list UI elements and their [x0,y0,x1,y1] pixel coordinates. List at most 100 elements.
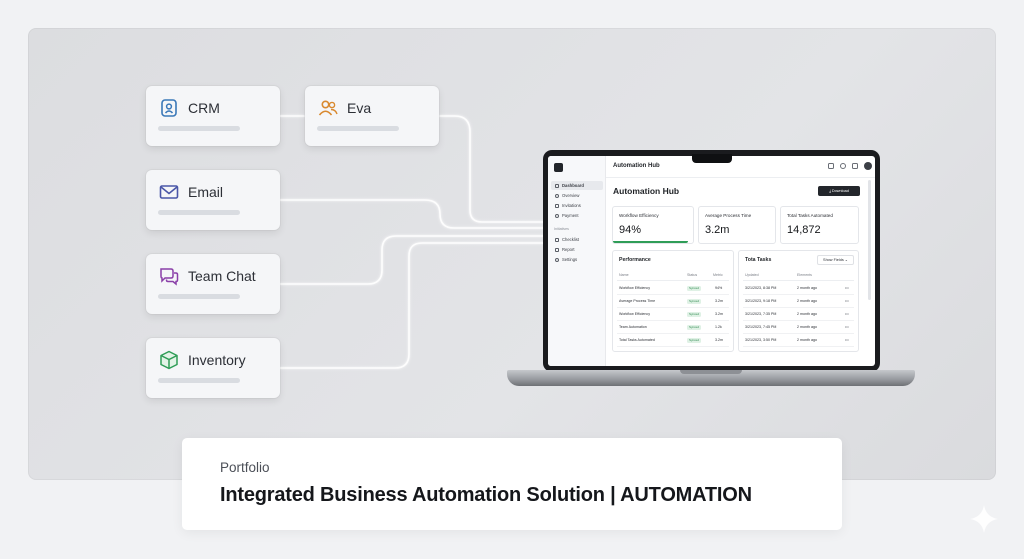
status-badge: Synced [687,338,702,343]
page-title: Automation Hub [613,186,680,196]
caption-title: Integrated Business Automation Solution … [220,484,752,506]
bell-icon[interactable] [840,163,846,169]
table-row[interactable]: 3/21/2023, 7:45 PM 2 month ago ••• [743,321,854,334]
box-icon [160,350,178,370]
stat-card-workflow-efficiency: Workflow Efficiency 94% [612,206,694,244]
table-header: Name Status Metric [617,273,729,281]
sidebar-item-report[interactable]: Report [551,245,603,254]
row-metric: 3.2m [715,312,723,316]
row-elements: 2 month ago [797,286,817,290]
tasks-table: Tota Tasks Show Fields ⌄ Updated Element… [738,250,859,352]
laptop-lip [680,370,742,374]
status-badge: Synced [687,286,702,291]
source-label: CRM [188,100,220,116]
laptop-notch [692,154,732,163]
table-row[interactable]: Total Tasks Automated Synced 3.2m [617,334,729,347]
scrollbar[interactable] [868,180,871,300]
row-metric: 94% [715,286,723,290]
sidebar-item-label: Settings [562,257,578,262]
source-card-inventory[interactable]: Inventory [146,338,280,398]
sidebar-item-label: Dashboard [562,183,584,188]
row-elements: 2 month ago [797,325,817,329]
sidebar-item-label: Report [562,247,575,252]
laptop-base [507,370,915,386]
contact-book-icon [161,99,177,117]
sidebar-item-settings[interactable]: Settings [551,255,603,264]
app-sidebar: Dashboard Overview Invitations Payment I… [548,156,606,366]
checklist-icon [555,237,559,242]
row-metric: 3.2m [715,338,723,342]
stat-card-average-process-time: Average Process Time 3.2m [698,206,776,244]
stat-value: 3.2m [705,224,730,236]
status-badge: Synced [687,325,702,330]
stat-label: Total Tasks Automated [787,213,833,218]
source-card-email[interactable]: Email [146,170,280,230]
settings-icon[interactable] [852,163,858,169]
source-card-crm[interactable]: CRM [146,86,280,146]
more-icon[interactable]: ••• [845,286,849,290]
column-header: Metric [713,273,723,277]
row-name: Workflow Efficiency [619,312,651,316]
row-name: Team Automation [619,325,647,329]
sidebar-section-label: Initiatives [554,227,569,231]
column-header: Name [619,273,629,277]
topbar-title: Automation Hub [613,163,660,169]
more-icon[interactable]: ••• [845,325,849,329]
sparkle-icon [970,505,998,533]
status-badge: Synced [687,312,702,317]
placeholder-bar [158,294,240,299]
source-label: Team Chat [188,268,256,284]
performance-table: Performance Name Status Metric Workflow … [612,250,734,352]
placeholder-bar [317,126,399,131]
card-icon [555,213,559,218]
users-icon [318,100,338,116]
envelope-icon [159,185,179,199]
sidebar-item-invitations[interactable]: Invitations [551,201,603,210]
avatar[interactable] [864,162,872,170]
more-icon[interactable]: ••• [845,338,849,342]
show-fields-button[interactable]: Show Fields ⌄ [817,255,854,265]
row-date: 3/21/2023, 3:50 PM [745,338,777,342]
column-header: Status [687,273,698,277]
sidebar-item-label: Invitations [562,203,581,208]
placeholder-bar [158,126,240,131]
row-name: Average Process Time [619,299,656,303]
sidebar-item-overview[interactable]: Overview [551,191,603,200]
row-date: 3/21/2023, 9:18 PM [745,299,777,303]
row-elements: 2 month ago [797,299,817,303]
grid-icon [555,183,559,188]
row-date: 3/21/2023, 7:45 PM [745,325,777,329]
laptop-screen: Dashboard Overview Invitations Payment I… [548,156,875,366]
more-icon[interactable]: ••• [845,299,849,303]
sidebar-item-dashboard[interactable]: Dashboard [551,181,603,190]
clock-icon [555,193,559,198]
table-row[interactable]: Workflow Efficiency Synced 94% [617,282,729,295]
source-label: Inventory [188,352,246,368]
sidebar-item-label: Payment [562,213,579,218]
source-card-team-chat[interactable]: Team Chat [146,254,280,314]
source-card-eva[interactable]: Eva [305,86,439,146]
table-row[interactable]: 3/21/2023, 9:18 PM 2 month ago ••• [743,295,854,308]
download-button[interactable]: ⤓ Download [818,186,860,196]
sidebar-item-payment[interactable]: Payment [551,211,603,220]
table-row[interactable]: Workflow Efficiency Synced 3.2m [617,308,729,321]
stat-label: Average Process Time [705,213,752,218]
sidebar-item-checklist[interactable]: Checklist [551,235,603,244]
report-icon [555,247,559,252]
placeholder-bar [158,210,240,215]
row-name: Workflow Efficiency [619,286,651,290]
column-header: Updated [745,273,759,277]
more-icon[interactable]: ••• [845,312,849,316]
status-badge: Synced [687,299,702,304]
stat-label: Workflow Efficiency [619,213,659,218]
row-date: 3/21/2023, 7:35 PM [745,312,777,316]
calendar-icon[interactable] [828,163,834,169]
chat-bubbles-icon [160,268,179,286]
row-name: Total Tasks Automated [619,338,655,342]
